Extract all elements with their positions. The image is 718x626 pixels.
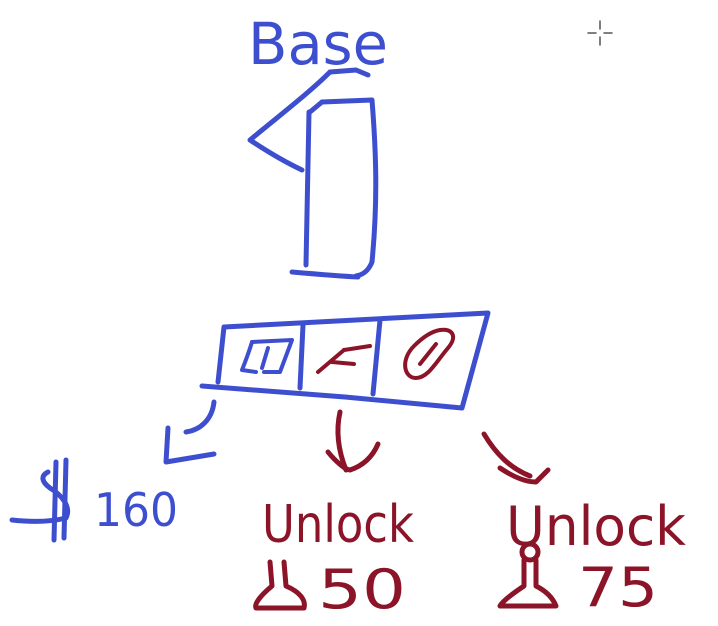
slot-1-sword-icon [240, 338, 294, 374]
arrow-right [481, 431, 551, 485]
outcome-3: Unlock 75 [497, 495, 687, 619]
crosshair-cursor-icon [587, 20, 613, 46]
outcome-1-value: 160 [94, 483, 178, 537]
slot-3-chain-icon [403, 327, 456, 380]
flask-icon [497, 541, 559, 609]
slot-bar [199, 310, 491, 411]
outcome-2-value: 50 [318, 558, 406, 621]
dollar-icon [9, 457, 70, 543]
outcome-3-label: Unlock [506, 495, 687, 558]
flask-icon [253, 559, 307, 611]
arrow-middle [325, 409, 381, 473]
outcome-2-label: Unlock [262, 495, 414, 555]
base-item-sword-icon [247, 67, 379, 280]
arrow-left [163, 399, 217, 465]
outcome-1: 160 [9, 457, 178, 543]
outcome-2: Unlock 50 [253, 495, 414, 621]
title-base: Base [248, 10, 388, 78]
slot-2-slash-icon [316, 344, 372, 374]
outcome-3-value: 75 [578, 556, 658, 619]
